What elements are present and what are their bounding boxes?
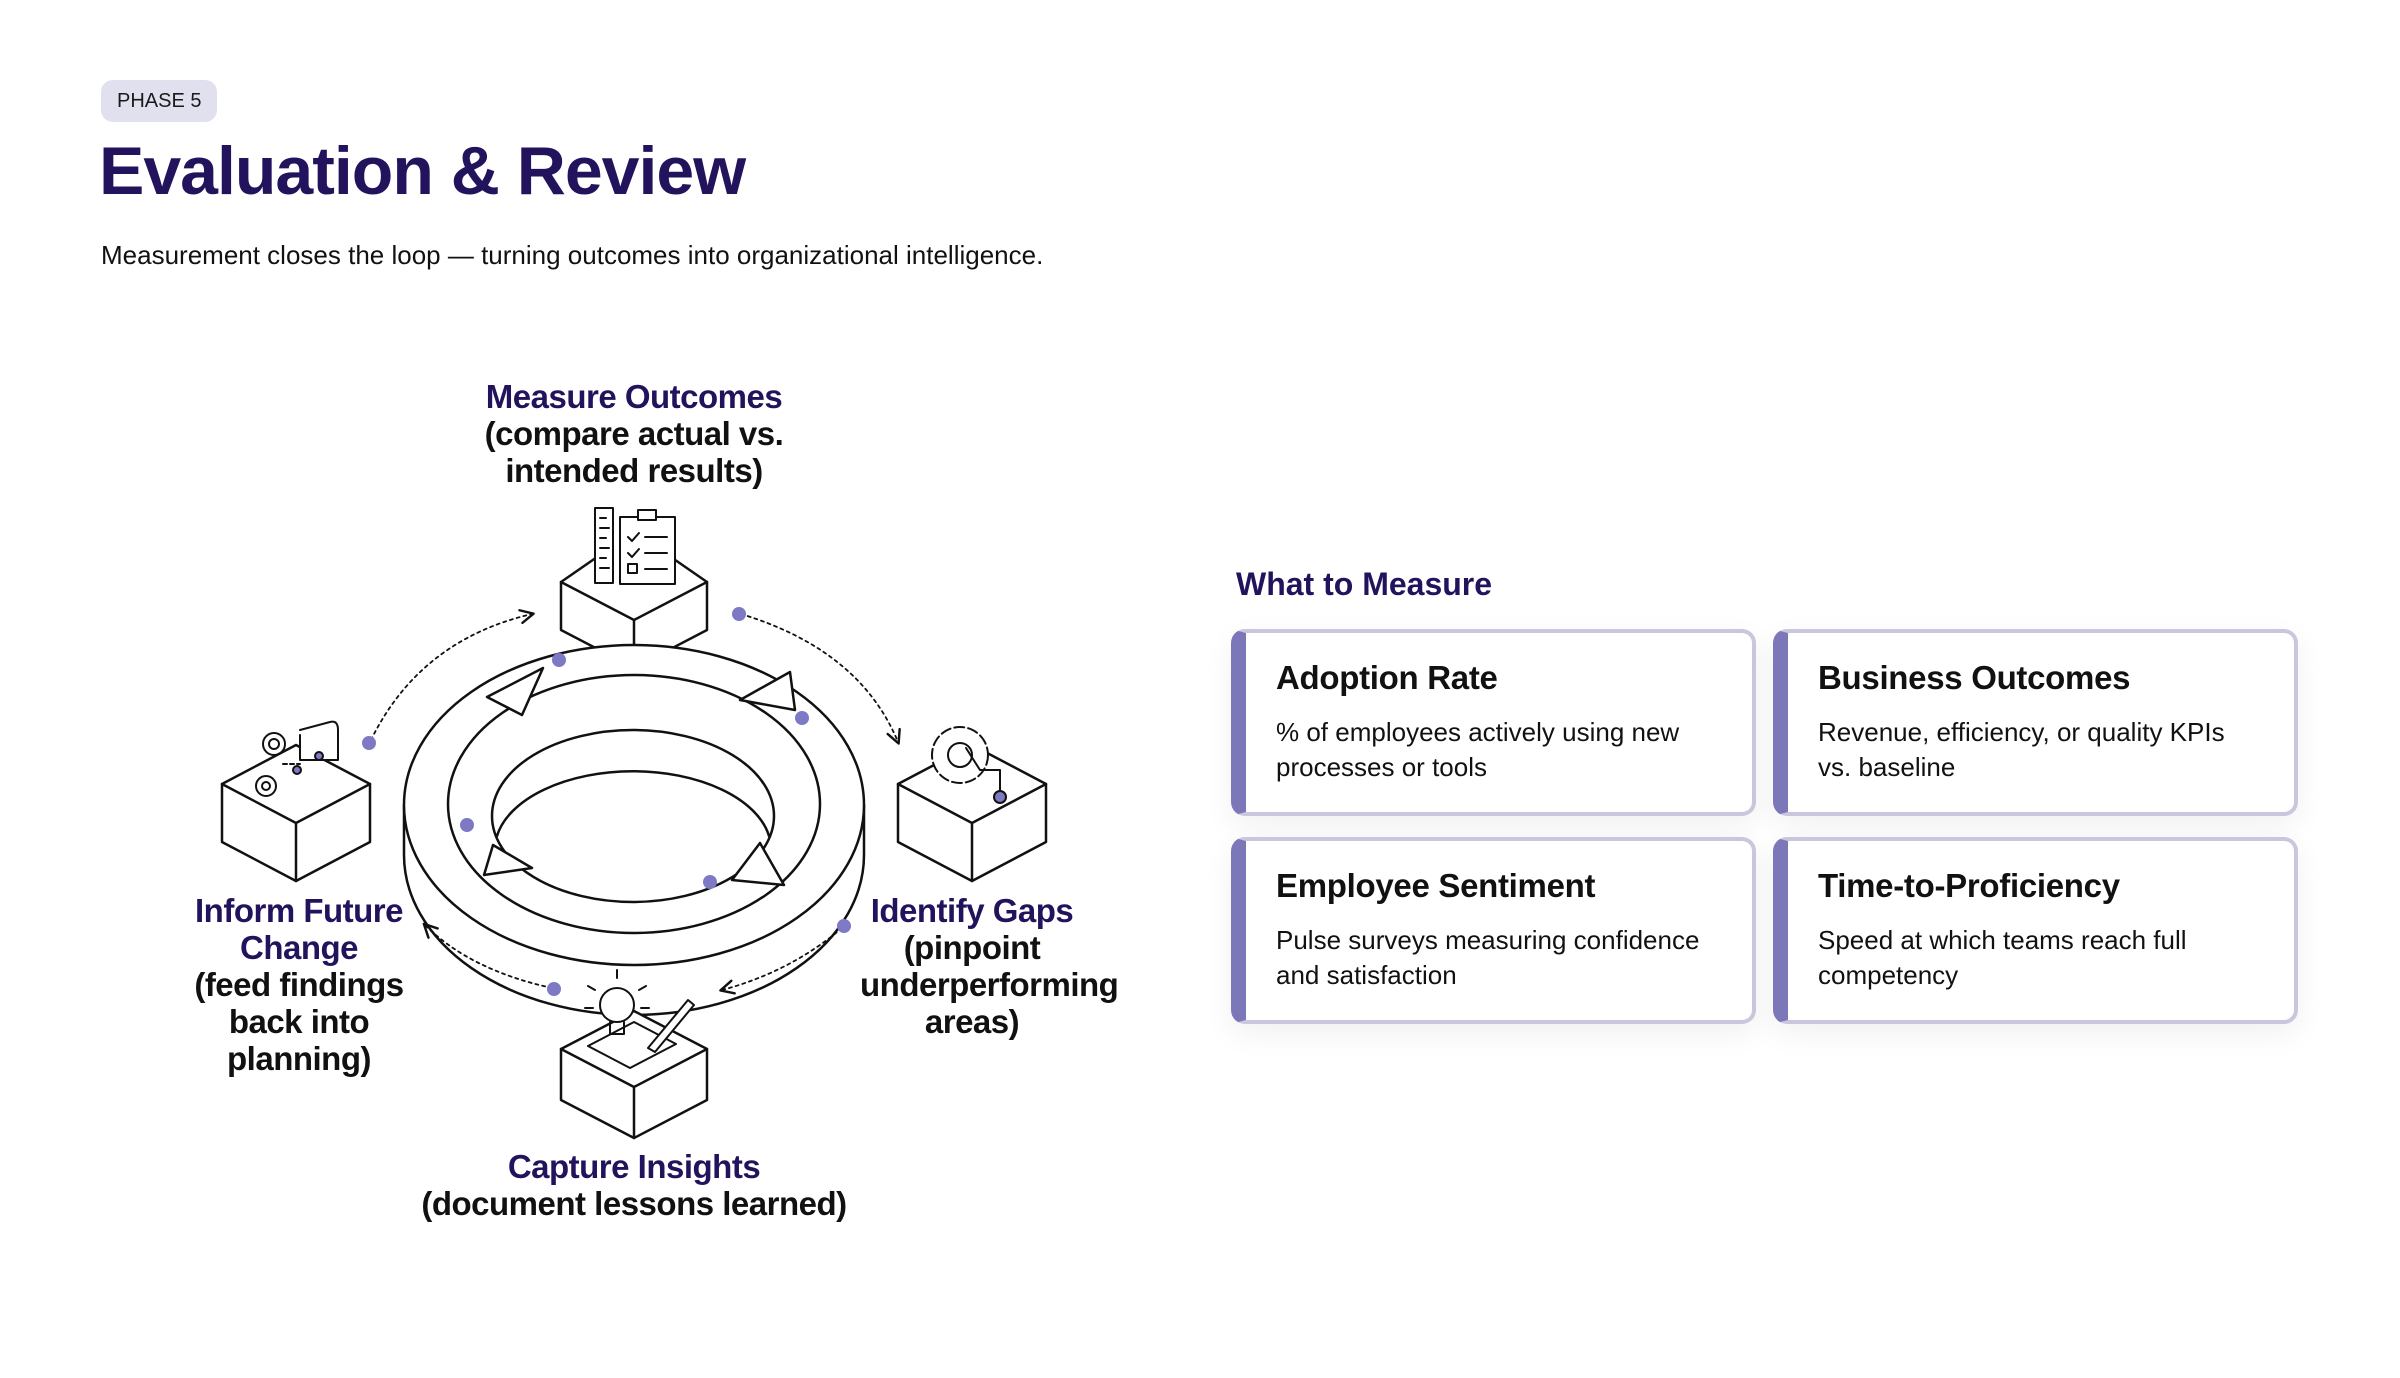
step-capture-insights: Capture Insights (document lessons learn… [414, 1148, 854, 1222]
metric-description: Speed at which teams reach full competen… [1818, 925, 2187, 990]
step-detail: (feed findings back into planning) [194, 966, 404, 1077]
step-inform-future-change: Inform Future Change (feed findings back… [159, 892, 439, 1077]
evaluation-cycle-diagram [220, 507, 1048, 1140]
step-identify-gaps: Identify Gaps (pinpoint underperforming … [840, 892, 1119, 1040]
step-detail: (compare actual vs. intended results) [484, 415, 784, 489]
metric-title: Time-to-Proficiency [1818, 867, 2120, 904]
what-to-measure-heading: What to Measure [1236, 566, 1493, 602]
metric-title: Adoption Rate [1276, 659, 1498, 696]
metric-description: % of employees actively using new proces… [1276, 717, 1680, 782]
step-measure-outcomes: Measure Outcomes (compare actual vs. int… [464, 378, 804, 489]
broken-gear-icon [931, 726, 1007, 804]
metric-title: Employee Sentiment [1276, 867, 1596, 904]
step-detail: (document lessons learned) [421, 1185, 847, 1222]
page-subtitle: Measurement closes the loop — turning ou… [101, 240, 1044, 270]
step-detail: (pinpoint underperforming areas) [860, 929, 1119, 1040]
cycle-ring [402, 643, 866, 1017]
phase-badge: PHASE 5 [101, 80, 218, 122]
metric-title: Business Outcomes [1818, 659, 2131, 696]
metric-card-business-outcomes: Business Outcomes Revenue, efficiency, o… [1773, 629, 2298, 816]
cycle-arrowheads [482, 666, 797, 887]
connector-arrows [370, 609, 901, 995]
step-title: Identify Gaps [870, 892, 1074, 929]
step-title: Capture Insights [507, 1148, 761, 1185]
cycle-dots [362, 607, 851, 996]
step-title: Measure Outcomes [485, 378, 783, 415]
metric-card-time-to-proficiency: Time-to-Proficiency Speed at which teams… [1773, 837, 2298, 1024]
gears-blueprint-icon [255, 720, 339, 797]
metric-card-adoption-rate: Adoption Rate % of employees actively us… [1231, 629, 1756, 816]
metric-description: Revenue, efficiency, or quality KPIs vs.… [1818, 717, 2225, 782]
page-title: Evaluation & Review [99, 133, 746, 209]
metric-card-employee-sentiment: Employee Sentiment Pulse surveys measuri… [1231, 837, 1756, 1024]
metric-description: Pulse surveys measuring confidence and s… [1276, 925, 1700, 990]
step-title: Inform Future Change [195, 892, 403, 966]
clipboard-ruler-icon [594, 507, 676, 585]
lightbulb-notebook-icon [584, 969, 695, 1069]
